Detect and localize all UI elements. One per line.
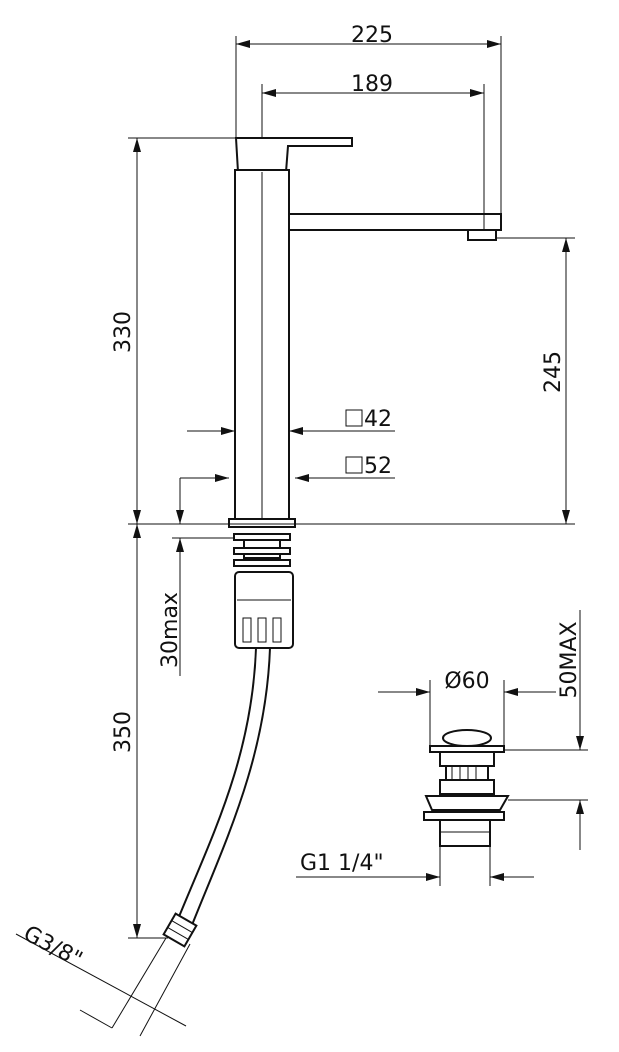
dim-hose-length: 350 (111, 711, 136, 753)
dim-mount-thickness: 30max (158, 592, 183, 668)
dim-overall-width: 225 (351, 23, 393, 48)
mounting-nut (234, 571, 294, 649)
dim-total-height: 330 (111, 311, 136, 353)
flexible-hose (175, 647, 257, 925)
aerator (467, 229, 497, 241)
dim-spout-height: 245 (541, 351, 566, 393)
base-plate (228, 518, 296, 528)
dim-waste-height: 50MAX (557, 621, 582, 698)
hose-fitting (162, 912, 198, 948)
lever-handle (234, 137, 353, 173)
pop-up-waste (423, 729, 510, 847)
dim-square-42: 42 (364, 407, 392, 432)
dim-hose-thread: G3/8" (19, 921, 86, 972)
dim-spout-reach: 189 (351, 72, 393, 97)
dim-waste-thread: G1 1/4" (300, 851, 384, 876)
faucet-body (162, 137, 502, 948)
faucet-spout (288, 213, 502, 231)
dim-waste-diameter: Ø60 (444, 669, 489, 694)
dim-square-52: 52 (364, 454, 392, 479)
square-symbol-icon (345, 456, 363, 474)
square-symbol-icon (345, 409, 363, 427)
dimension-lines (15, 36, 588, 1037)
